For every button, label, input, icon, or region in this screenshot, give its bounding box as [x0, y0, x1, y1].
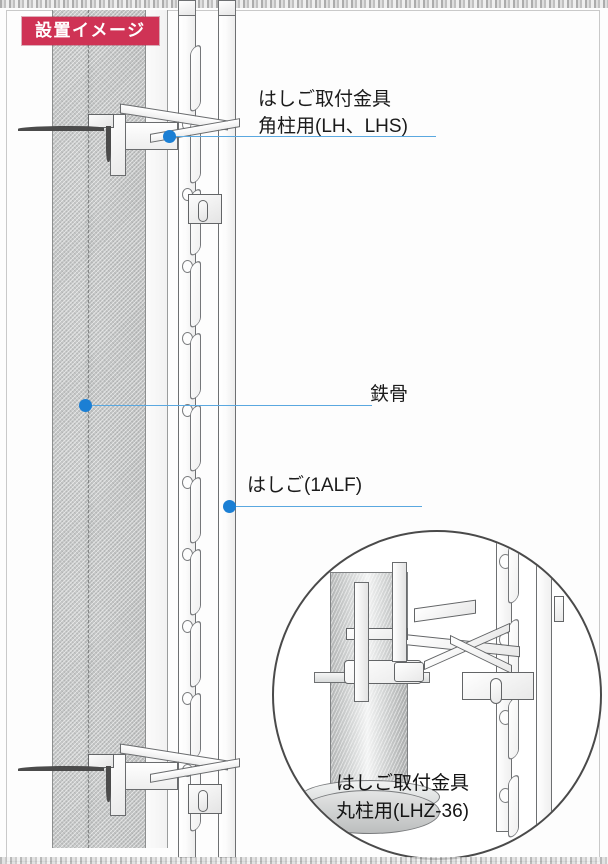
scan-edge-bottom — [0, 857, 608, 864]
leader-line-steel-frame — [86, 405, 372, 406]
leader-line-ladder — [230, 506, 422, 507]
ladder-rung — [190, 258, 201, 330]
callout-line-1: 鉄骨 — [370, 384, 409, 405]
ladder-rail-cap-left — [178, 0, 196, 16]
inset-bracket-top-arm — [414, 599, 476, 623]
inset-caption-line-2: 丸柱用(LHZ-36) — [336, 801, 470, 822]
ladder-rung — [190, 330, 201, 402]
leader-dot-steel-frame — [79, 399, 92, 412]
callout-ladder: はしご(1ALF) — [247, 472, 362, 499]
lower-mounting-bracket — [18, 743, 268, 858]
column-strap-tail — [106, 766, 111, 802]
bracket-box-body — [118, 762, 178, 790]
round-column-base — [300, 790, 440, 834]
upper-mounting-bracket — [18, 103, 268, 224]
inset-ladder-rung — [508, 772, 519, 840]
bracket-bolt — [198, 790, 208, 812]
callout-line-2: 角柱用(LH、LHS) — [258, 116, 408, 137]
inset-caption-line-1: はしご取付金具 — [336, 773, 470, 794]
column-strap — [18, 766, 104, 771]
leader-dot-bracket — [163, 130, 176, 143]
inset-bracket-bolt — [490, 678, 502, 704]
callout-ladder-bracket-square: はしご取付金具 角柱用(LH、LHS) — [258, 86, 408, 140]
bracket-bolt — [198, 200, 208, 222]
ladder-rung — [190, 402, 201, 474]
callout-line-1: はしご取付金具 — [258, 89, 392, 110]
detail-inset-round-column: はしご取付金具 丸柱用(LHZ-36) — [272, 530, 602, 860]
inset-ladder-rung — [508, 694, 519, 762]
inset-ladder-rung — [508, 538, 519, 606]
inset-u-bolt-left — [354, 582, 369, 702]
callout-line-1: はしご(1ALF) — [247, 475, 363, 496]
column-center-line — [88, 10, 89, 848]
leader-line-bracket — [170, 136, 436, 137]
inset-caption: はしご取付金具 丸柱用(LHZ-36) — [336, 770, 469, 826]
scan-edge-top — [0, 0, 608, 8]
ladder — [178, 0, 248, 858]
ladder-rung — [190, 42, 201, 114]
column-strap-tail — [106, 126, 111, 162]
inset-clamp-jaw — [394, 662, 424, 682]
column-right-face — [146, 10, 168, 848]
title-badge: 設置イメージ — [22, 17, 159, 45]
ladder-rung — [190, 546, 201, 618]
leader-dot-ladder — [223, 500, 236, 513]
inset-ladder-rail-right — [536, 532, 552, 832]
inset-u-bolt-right — [392, 562, 407, 662]
column-strap — [18, 126, 104, 131]
ladder-rail-cap-right — [218, 0, 236, 16]
inset-rail-tab — [554, 596, 564, 622]
callout-steel-frame: 鉄骨 — [370, 381, 408, 408]
ladder-rung — [190, 474, 201, 546]
ladder-rung — [190, 618, 201, 690]
